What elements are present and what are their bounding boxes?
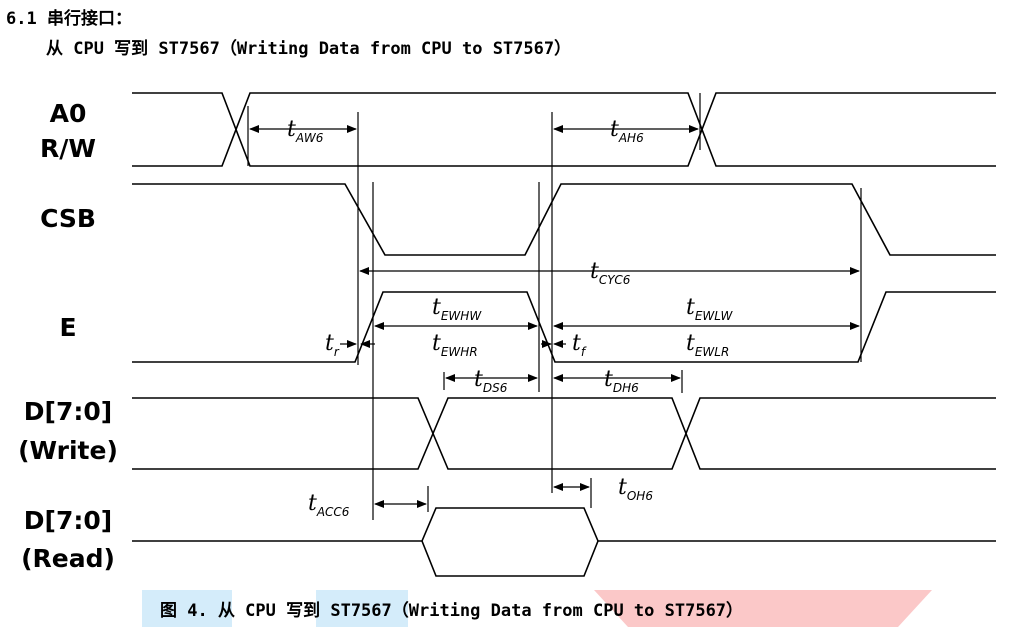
reference-lines [247,93,862,520]
figure-caption: 图 4. 从 CPU 写到 ST7567（Writing Data from C… [160,601,744,621]
signal-label-d-read-bus: D[7:0] [24,506,112,535]
signal-label-d-write-mode: (Write) [18,436,118,465]
timing-label-ah6: tAH6 [610,117,644,145]
caption-highlight-blue [142,590,232,627]
timing-label-aw6: tAW6 [287,117,324,145]
timing-label-ewhr: tEWHR [432,331,478,359]
timing-label-cyc6: tCYC6 [590,259,631,287]
d-write-waveform [132,397,996,470]
timing-label-ewhw: tEWHW [432,295,482,323]
caption-highlight-blue [316,590,408,627]
d-read-waveform [132,507,996,577]
signal-label-a0: A0 [50,99,87,128]
timing-label-f: tf [572,331,587,359]
timing-label-ewlr: tEWLR [686,331,729,359]
signal-label-csb: CSB [40,204,96,233]
e-waveform [132,291,996,363]
signal-label-rw: R/W [40,134,96,163]
timing-label-dh6: tDH6 [604,367,639,395]
timing-label-oh6: tOH6 [618,475,653,503]
timing-label-r: tr [325,331,340,359]
timing-label-acc6: tACC6 [308,491,350,519]
section-heading: 6.1 串行接口： [6,9,132,29]
a0-rw-waveform [132,92,996,167]
signal-label-e: E [59,313,76,342]
timing-label-ewlw: tEWLW [686,295,733,323]
dimension-arrows [249,125,860,508]
signal-label-d-write-bus: D[7:0] [24,397,112,426]
diagram-subtitle: 从 CPU 写到 ST7567（Writing Data from CPU to… [46,39,572,59]
csb-waveform [132,183,996,256]
signal-label-d-read-mode: (Read) [21,544,115,573]
timing-label-ds6: tDS6 [474,367,508,395]
